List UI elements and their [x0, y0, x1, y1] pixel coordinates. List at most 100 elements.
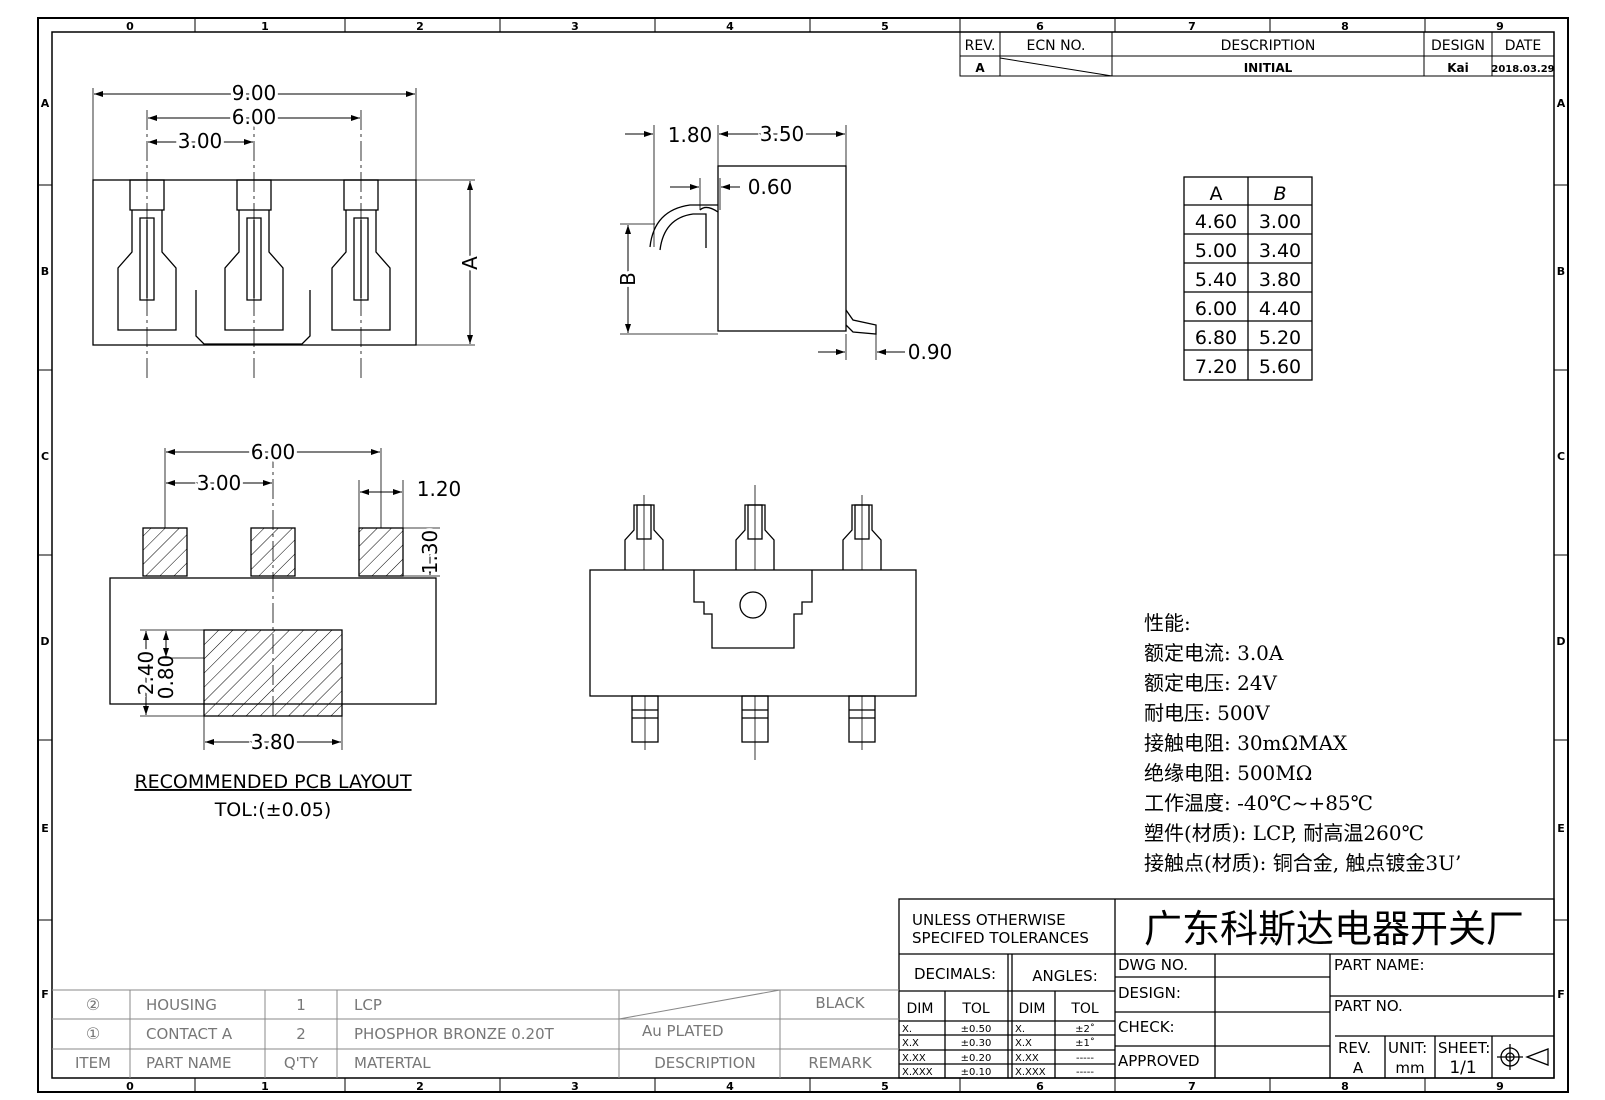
pcb-layout-title: RECOMMENDED PCB LAYOUT: [134, 771, 412, 793]
bom-material-header: MATERTAL: [354, 1054, 431, 1072]
col-label-top-9: 9: [1496, 20, 1504, 33]
bom-part-name: CONTACT A: [146, 1025, 233, 1043]
zone-ticks: [38, 18, 1568, 1092]
pcb-dim-3-00: 3.00: [197, 471, 242, 495]
date-header: DATE: [1505, 38, 1541, 54]
col-label-top-7: 7: [1188, 20, 1196, 33]
row-label-left-B: B: [41, 265, 49, 278]
rev-label: REV.: [1338, 1039, 1371, 1057]
col-label-top-0: 0: [126, 20, 134, 33]
bom-remark: BLACK: [815, 994, 865, 1012]
bom-description-header: DESCRIPTION: [654, 1054, 756, 1072]
spec-line: 工作温度: -40℃~+85℃: [1144, 791, 1373, 815]
ecn-header: ECN NO.: [1027, 38, 1086, 54]
col-label-bottom-7: 7: [1188, 1080, 1196, 1093]
bom-qty: 2: [296, 1025, 306, 1043]
col-label-top-5: 5: [881, 20, 889, 33]
row-label-left-E: E: [41, 822, 49, 835]
row-label-left-D: D: [40, 635, 49, 648]
spec-line: 绝缘电阻: 500MΩ: [1144, 761, 1312, 785]
pcb-layout-tolerance: TOL:(±0.05): [214, 799, 332, 821]
ab-cell-b: 4.40: [1259, 298, 1301, 320]
decimal-tol: ±0.30: [961, 1038, 992, 1049]
projection-symbol: [1497, 1044, 1549, 1070]
col-label-top-2: 2: [416, 20, 424, 33]
col-label-bottom-4: 4: [726, 1080, 734, 1093]
decimal-dim: X.XX: [902, 1053, 926, 1064]
col-label-bottom-9: 9: [1496, 1080, 1504, 1093]
decimal-tol: ±0.10: [961, 1067, 992, 1078]
col-label-top-8: 8: [1341, 20, 1349, 33]
pcb-dim-6-00: 6.00: [251, 440, 296, 464]
bom-material: LCP: [354, 996, 382, 1014]
angle-tol: ±2˚: [1075, 1023, 1095, 1035]
tol-header: TOL: [961, 1001, 990, 1017]
front-view: [589, 485, 917, 760]
angles-label: ANGLES:: [1032, 967, 1098, 985]
decimal-tol: ±0.20: [961, 1053, 992, 1064]
ab-header-a: A: [1210, 183, 1223, 205]
unit-label: UNIT:: [1388, 1039, 1427, 1057]
col-label-bottom-1: 1: [261, 1080, 269, 1093]
rev-value-label: A: [1353, 1059, 1364, 1077]
ab-cell-a: 5.00: [1195, 240, 1237, 262]
dim-a: A: [458, 256, 482, 270]
col-label-bottom-2: 2: [416, 1080, 424, 1093]
row-label-right-D: D: [1556, 635, 1565, 648]
col-label-bottom-6: 6: [1036, 1080, 1044, 1093]
dim-3-50: 3.50: [760, 122, 805, 146]
bom-material: PHOSPHOR BRONZE 0.20T: [354, 1025, 555, 1043]
dim-9-00: 9.00: [232, 81, 277, 105]
unless-otherwise-label: UNLESS OTHERWISE: [912, 911, 1066, 929]
pcb-dim-1-20: 1.20: [417, 477, 462, 501]
design-value: Kai: [1447, 61, 1469, 75]
top-view: [92, 88, 475, 380]
col-label-top-3: 3: [571, 20, 579, 33]
ab-cell-b: 3.00: [1259, 211, 1301, 233]
unit-value: mm: [1395, 1059, 1424, 1077]
row-label-left-F: F: [41, 988, 49, 1001]
ab-cell-b: 5.20: [1259, 327, 1301, 349]
title-block: [898, 898, 1555, 1079]
row-label-right-E: E: [1557, 822, 1565, 835]
decimal-dim: X.: [902, 1024, 912, 1035]
ab-cell-b: 5.60: [1259, 356, 1301, 378]
angle-tol: -----: [1076, 1067, 1094, 1078]
date-value: 2018.03.29: [1491, 64, 1554, 75]
spec-line: 额定电压: 24V: [1144, 671, 1278, 695]
spec-line: 耐电压: 500V: [1144, 701, 1270, 725]
design-label: DESIGN:: [1118, 984, 1181, 1002]
row-label-right-A: A: [1557, 97, 1566, 110]
dwg-no-label: DWG NO.: [1118, 956, 1188, 974]
row-label-left-A: A: [41, 97, 50, 110]
part-name-label: PART NAME:: [1334, 956, 1425, 974]
dim-b: B: [616, 272, 640, 286]
check-label: CHECK:: [1118, 1018, 1175, 1036]
dim-0-90: 0.90: [908, 340, 953, 364]
pcb-dim-1-30: 1.30: [418, 530, 442, 575]
ab-cell-a: 7.20: [1195, 356, 1237, 378]
row-label-right-B: B: [1557, 265, 1565, 278]
approved-label: APPROVED: [1118, 1052, 1200, 1070]
bom-item: ②: [86, 995, 100, 1014]
part-no-label: PART NO.: [1334, 997, 1403, 1015]
tolerance-rows: X.±0.50X.X±0.30X.XX±0.20X.XXX±0.10X.±2˚X…: [902, 1023, 1095, 1078]
bom-table: [52, 989, 899, 1078]
bom-name-header: PART NAME: [146, 1054, 232, 1072]
design-header: DESIGN: [1431, 38, 1485, 54]
decimals-label: DECIMALS:: [914, 965, 996, 983]
col-label-top-6: 6: [1036, 20, 1044, 33]
sheet-value: 1/1: [1449, 1058, 1476, 1078]
side-view: [620, 125, 905, 360]
col-label-bottom-3: 3: [571, 1080, 579, 1093]
dim-0-60: 0.60: [748, 175, 793, 199]
row-label-right-F: F: [1557, 988, 1565, 1001]
col-label-bottom-5: 5: [881, 1080, 889, 1093]
rev-header: REV.: [965, 38, 996, 54]
spec-line: 性能:: [1144, 611, 1191, 635]
dim-6-00: 6.00: [232, 105, 277, 129]
